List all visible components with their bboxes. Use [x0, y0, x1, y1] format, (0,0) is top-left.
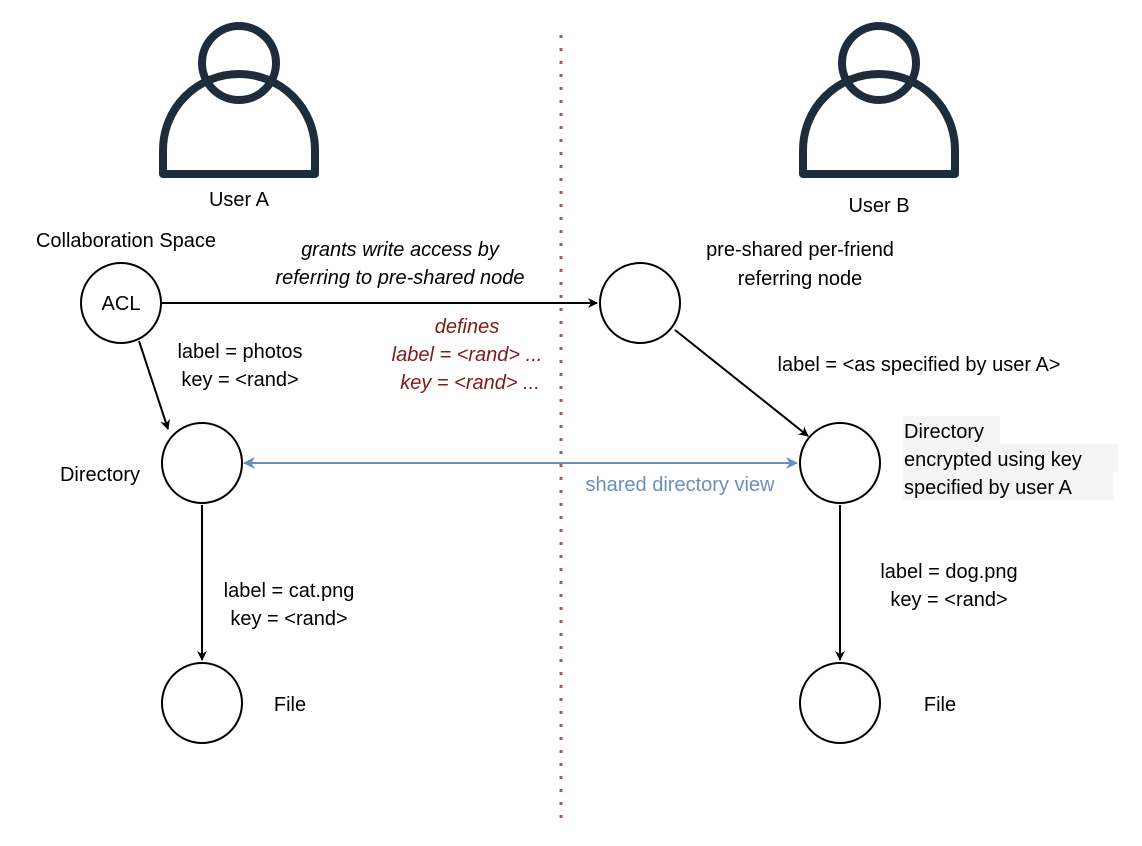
acl-label: ACL — [102, 293, 141, 315]
directory-a-node — [161, 422, 243, 504]
svg-text:key = <rand>: key = <rand> — [230, 608, 347, 630]
shared-directory-label: shared directory view — [586, 474, 776, 496]
grant-access-label: grants write access by referring to pre-… — [275, 239, 524, 289]
directory-a-label: Directory — [60, 464, 140, 486]
svg-text:label = photos: label = photos — [177, 341, 302, 363]
referring-edge-label: label = <as specified by user A> — [778, 354, 1061, 376]
svg-text:referring to pre-shared node: referring to pre-shared node — [275, 267, 524, 289]
collaboration-space-label: Collaboration Space — [36, 230, 216, 252]
user-b-label: User B — [848, 195, 909, 217]
directory-b-node — [799, 422, 881, 504]
user-b-icon — [799, 22, 959, 178]
acl-node: ACL — [80, 262, 162, 344]
referring-node — [599, 262, 681, 344]
file-a-label: File — [274, 694, 306, 716]
svg-text:pre-shared per-friend: pre-shared per-friend — [706, 239, 894, 261]
svg-text:key = <rand>: key = <rand> — [181, 369, 298, 391]
referring-to-directory-b-edge — [674, 329, 809, 437]
svg-text:Directory: Directory — [904, 421, 984, 443]
acl-to-directory-edge — [138, 340, 170, 430]
svg-text:label = <rand> ...: label = <rand> ... — [392, 344, 543, 366]
svg-text:label = dog.png: label = dog.png — [880, 561, 1017, 583]
file-a-node — [161, 662, 243, 744]
svg-text:defines: defines — [435, 316, 500, 338]
svg-text:key = <rand>: key = <rand> — [890, 589, 1007, 611]
svg-text:encrypted using key: encrypted using key — [904, 449, 1082, 471]
file-b-label: File — [924, 694, 956, 716]
acl-edge-label: label = photos key = <rand> — [177, 341, 302, 391]
defines-label: defines label = <rand> ... key = <rand> … — [392, 316, 543, 394]
svg-text:referring node: referring node — [738, 268, 863, 290]
referring-node-label: pre-shared per-friend referring node — [706, 239, 894, 290]
svg-text:specified by user A: specified by user A — [904, 477, 1073, 499]
svg-text:key = <rand> ...: key = <rand> ... — [400, 372, 540, 394]
file-a-edge-label: label = cat.png key = <rand> — [224, 580, 355, 630]
file-b-edge-label: label = dog.png key = <rand> — [880, 561, 1017, 611]
user-a-label: User A — [209, 189, 270, 211]
file-b-node — [799, 662, 881, 744]
svg-text:grants write access by: grants write access by — [301, 239, 500, 261]
directory-b-label: Directory encrypted using key specified … — [903, 416, 1118, 500]
user-a-icon — [159, 22, 319, 178]
svg-text:label = cat.png: label = cat.png — [224, 580, 355, 602]
